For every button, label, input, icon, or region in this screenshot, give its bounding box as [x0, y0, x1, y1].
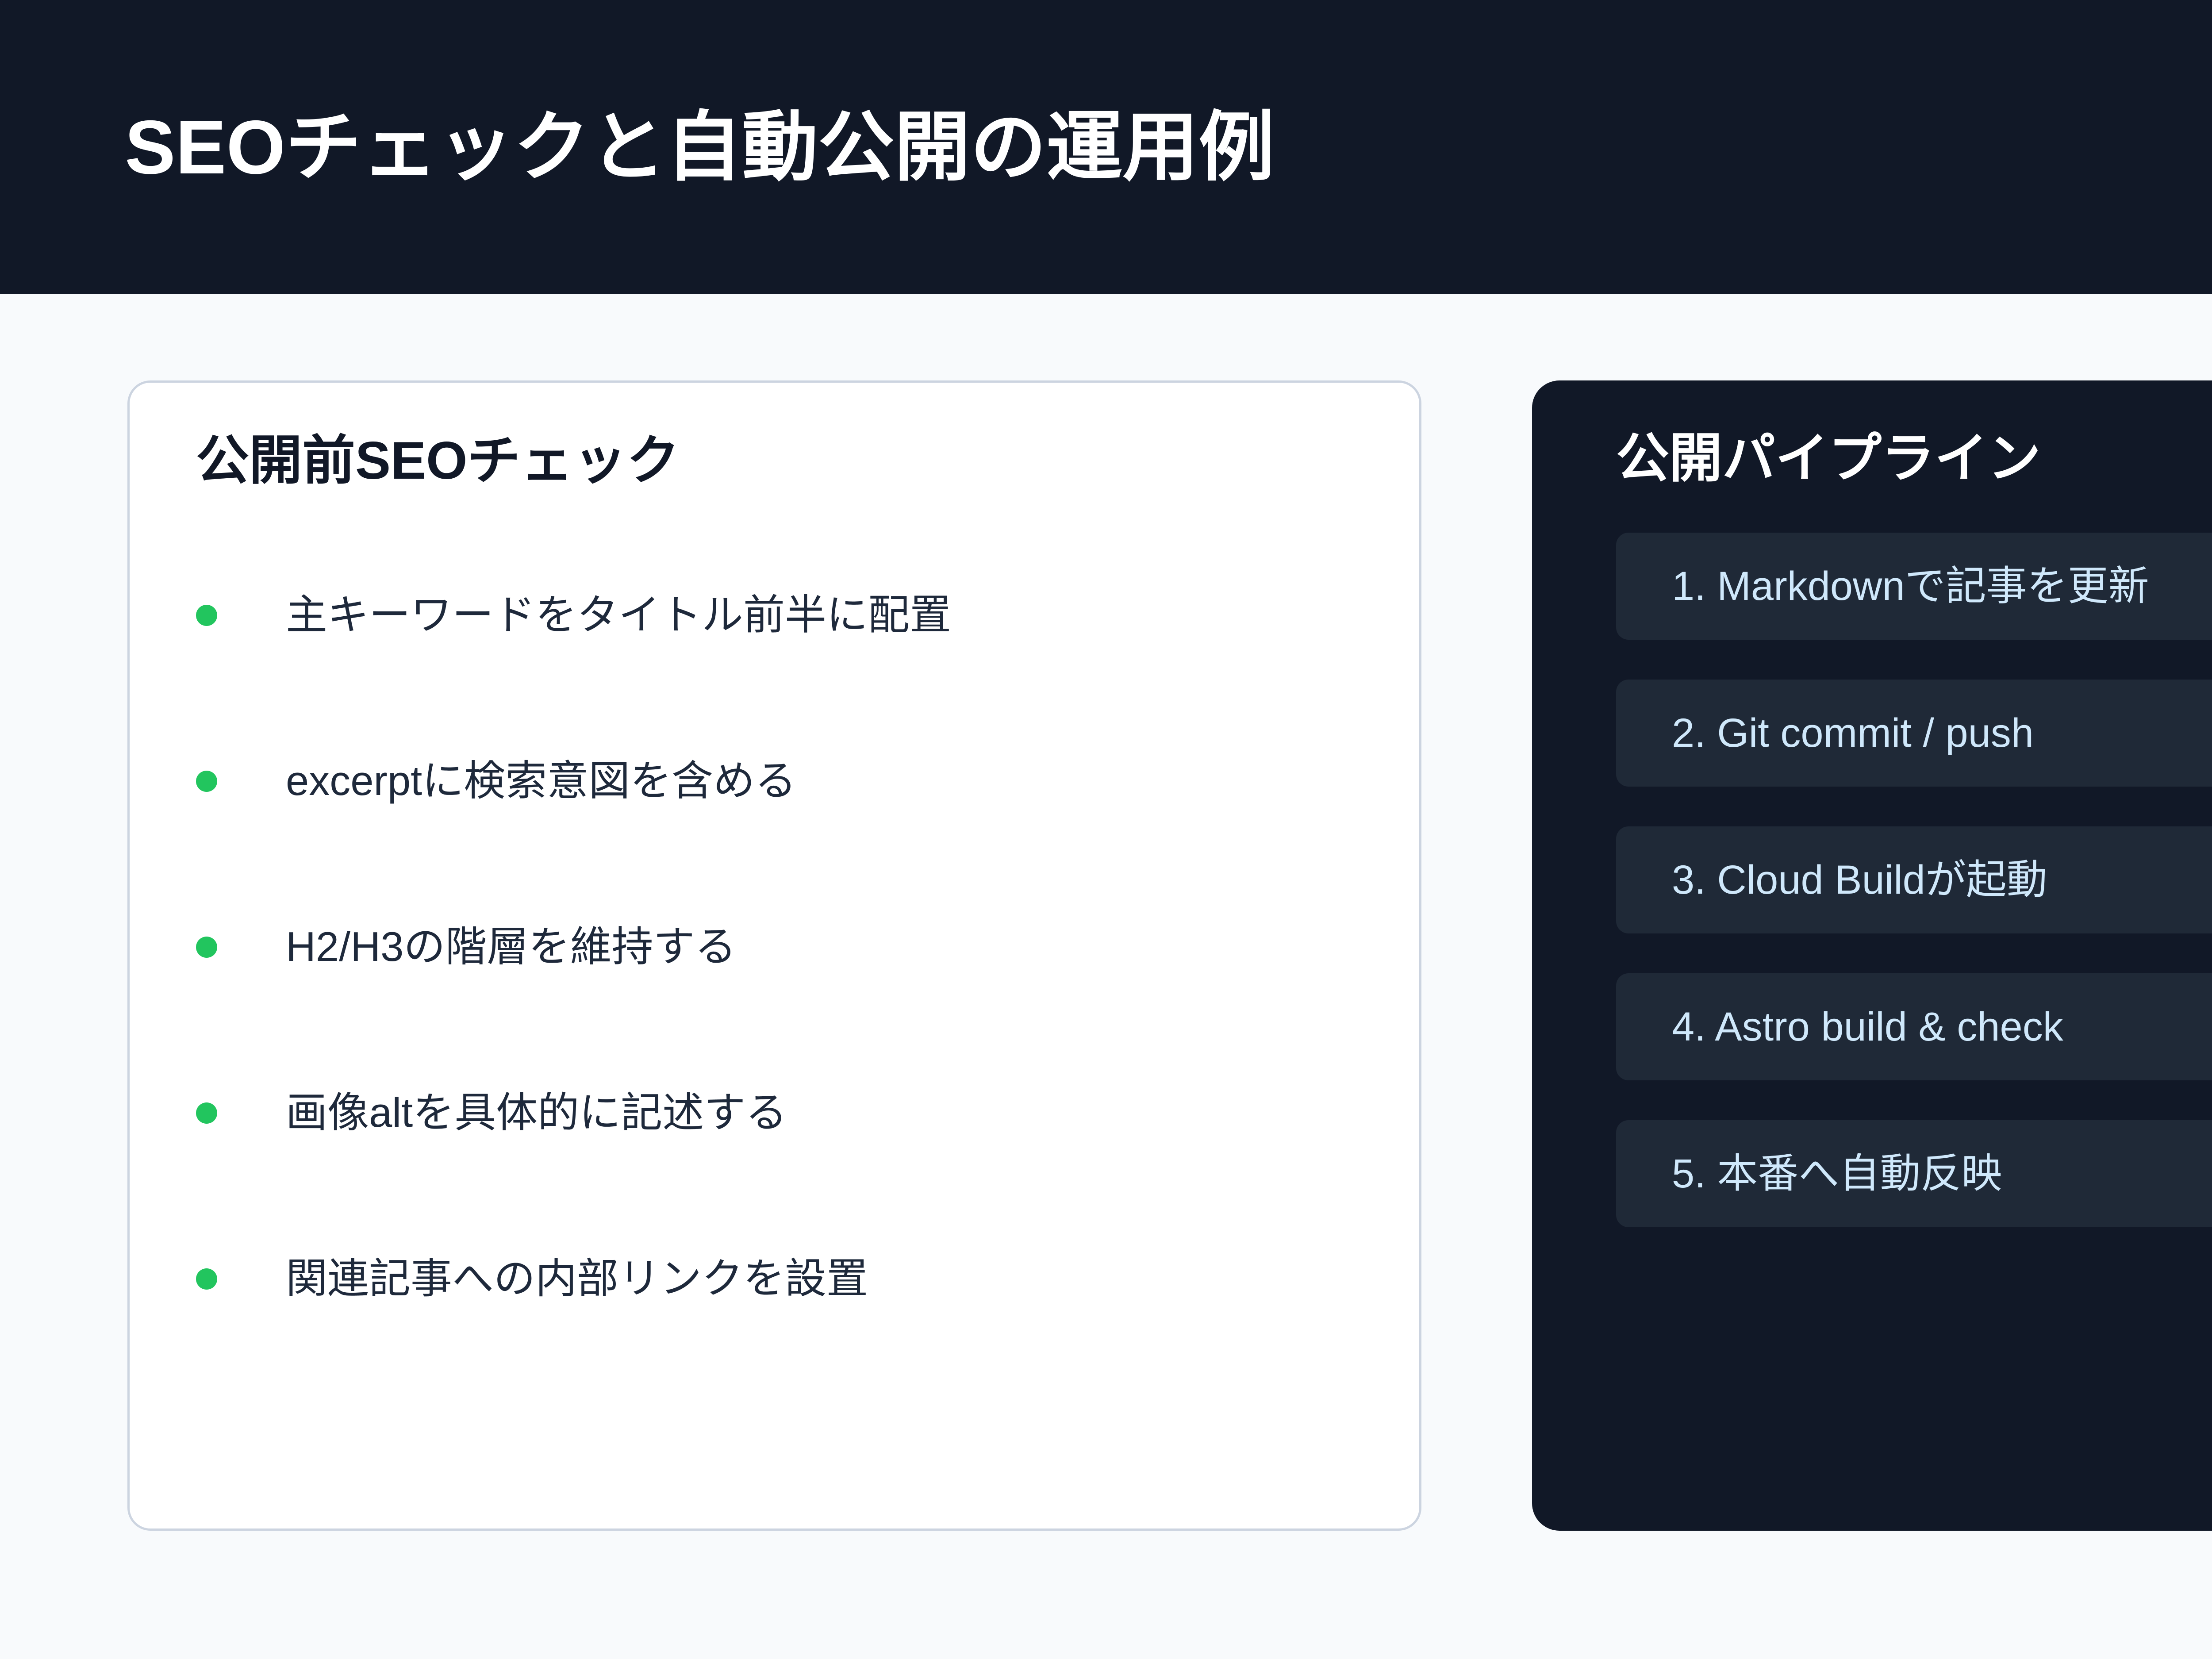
green-dot-icon: [196, 936, 217, 958]
checklist-item-label: H2/H3の階層を維持する: [286, 923, 737, 970]
green-dot-icon: [196, 604, 217, 626]
publish-pipeline-card: 公開パイプライン 1. Markdownで記事を更新 2. Git commit…: [1532, 380, 2212, 1531]
green-dot-icon: [196, 1268, 217, 1290]
pipeline-step-label: 5. 本番へ自動反映: [1672, 1151, 2002, 1196]
list-item: 主キーワードをタイトル前半に配置: [196, 532, 1366, 698]
main-content: 公開前SEOチェック 主キーワードをタイトル前半に配置 excerptに検索意図…: [0, 294, 2212, 1659]
pipeline-step-5: 5. 本番へ自動反映: [1616, 1120, 2212, 1227]
seo-checklist: 主キーワードをタイトル前半に配置 excerptに検索意図を含める H2/H3の…: [196, 532, 1366, 1362]
page-header: SEOチェックと自動公開の運用例: [0, 0, 2212, 294]
pipeline-step-list: 1. Markdownで記事を更新 2. Git commit / push 3…: [1616, 533, 2212, 1227]
pipeline-step-4: 4. Astro build & check: [1616, 973, 2212, 1080]
pipeline-step-1: 1. Markdownで記事を更新: [1616, 533, 2212, 640]
list-item: excerptに検索意図を含める: [196, 698, 1366, 864]
seo-checklist-title: 公開前SEOチェック: [196, 431, 680, 490]
pipeline-step-label: 2. Git commit / push: [1672, 710, 2034, 756]
pipeline-step-3: 3. Cloud Buildが起動: [1616, 826, 2212, 933]
list-item: 画像altを具体的に記述する: [196, 1030, 1366, 1196]
checklist-item-label: 関連記事への内部リンクを設置: [286, 1255, 868, 1302]
green-dot-icon: [196, 1102, 217, 1124]
pipeline-step-label: 4. Astro build & check: [1672, 1004, 2063, 1049]
pipeline-step-label: 3. Cloud Buildが起動: [1672, 857, 2047, 902]
pipeline-step-2: 2. Git commit / push: [1616, 680, 2212, 787]
checklist-item-label: 主キーワードをタイトル前半に配置: [286, 591, 952, 638]
publish-pipeline-title: 公開パイプライン: [1616, 429, 2041, 488]
page-title: SEOチェックと自動公開の運用例: [125, 104, 1275, 190]
seo-checklist-card: 公開前SEOチェック 主キーワードをタイトル前半に配置 excerptに検索意図…: [127, 380, 1421, 1531]
checklist-item-label: excerptに検索意図を含める: [286, 757, 797, 804]
pipeline-step-label: 1. Markdownで記事を更新: [1672, 563, 2149, 609]
list-item: H2/H3の階層を維持する: [196, 864, 1366, 1030]
checklist-item-label: 画像altを具体的に記述する: [286, 1089, 787, 1136]
green-dot-icon: [196, 770, 217, 792]
list-item: 関連記事への内部リンクを設置: [196, 1196, 1366, 1362]
